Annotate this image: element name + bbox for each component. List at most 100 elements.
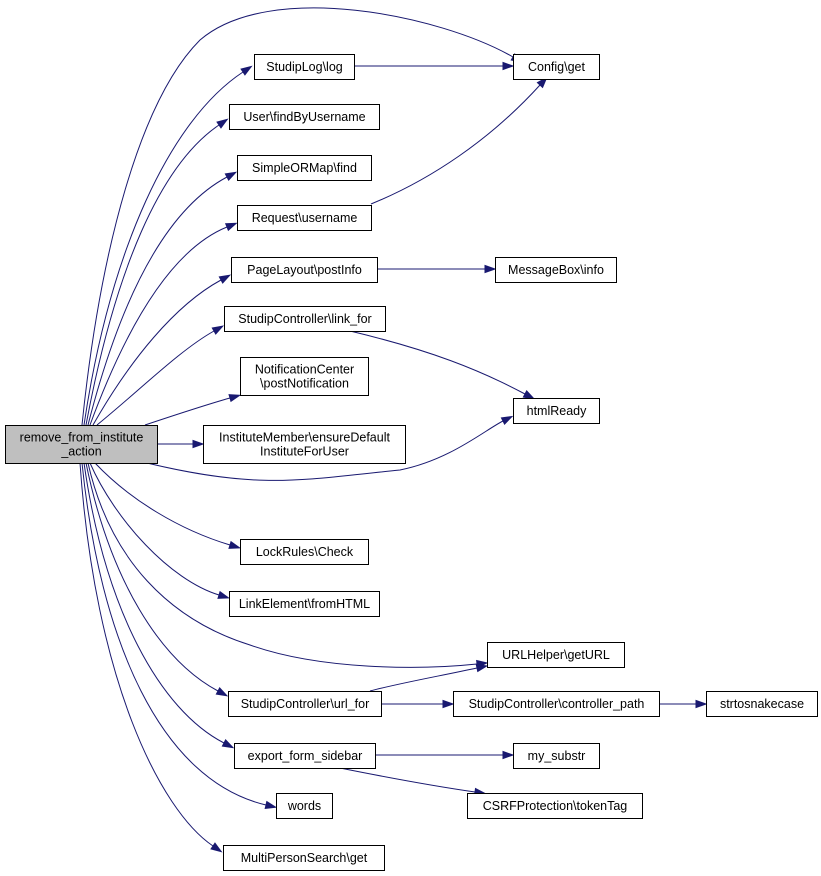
edge-pagelayout-postinfo-to-messagebox-info bbox=[377, 264, 497, 274]
node-export-form-sidebar[interactable]: export_form_sidebar bbox=[234, 743, 376, 769]
node-label: remove_from_institute bbox=[20, 431, 144, 445]
arrowhead bbox=[221, 739, 235, 749]
edge-line bbox=[89, 226, 228, 426]
node-root[interactable]: remove_from_institute_action bbox=[5, 425, 158, 464]
edges-layer bbox=[79, 7, 708, 853]
node-label: SimpleORMap\find bbox=[252, 161, 357, 175]
node-label: export_form_sidebar bbox=[248, 749, 363, 763]
node-words[interactable]: words bbox=[276, 793, 333, 819]
edge-line bbox=[83, 462, 225, 744]
node-label: MultiPersonSearch\get bbox=[241, 851, 368, 865]
node-label: CSRFProtection\tokenTag bbox=[483, 799, 628, 813]
edge-line bbox=[96, 330, 215, 426]
node-pagelayout-postinfo[interactable]: PageLayout\postInfo bbox=[231, 257, 378, 283]
node-strtosnakecase[interactable]: strtosnakecase bbox=[706, 691, 818, 717]
edge-line bbox=[369, 667, 478, 692]
node-box bbox=[229, 104, 380, 130]
node-box bbox=[224, 306, 386, 332]
node-request-username[interactable]: Request\username bbox=[237, 205, 372, 231]
node-box bbox=[237, 155, 372, 181]
node-institutemember-ensuredefault[interactable]: InstituteMember\ensureDefaultInstituteFo… bbox=[203, 425, 406, 464]
node-label: LockRules\Check bbox=[256, 545, 354, 559]
edge-line bbox=[87, 176, 228, 426]
node-htmlready[interactable]: htmlReady bbox=[513, 398, 600, 424]
node-studipcontroller-url-for[interactable]: StudipController\url_for bbox=[228, 691, 382, 717]
node-label: StudipLog\log bbox=[266, 60, 343, 74]
node-multipersonsearch-get[interactable]: MultiPersonSearch\get bbox=[223, 845, 385, 871]
node-notificationcenter-postnotification[interactable]: NotificationCenter\postNotification bbox=[240, 357, 369, 396]
edge-root-to-request-username bbox=[89, 222, 238, 426]
node-label: InstituteForUser bbox=[260, 445, 349, 459]
arrowhead bbox=[502, 61, 515, 71]
edge-line bbox=[89, 462, 220, 596]
arrowhead bbox=[192, 439, 205, 449]
edge-root-to-notificationcenter-postnotification bbox=[144, 394, 242, 426]
edge-line bbox=[370, 84, 541, 205]
edge-root-to-htmlready bbox=[146, 415, 514, 481]
edge-root-to-multipersonsearch-get bbox=[79, 462, 223, 853]
node-box bbox=[5, 425, 158, 464]
edge-line bbox=[85, 462, 219, 692]
arrowhead bbox=[500, 415, 514, 425]
node-studiplog-log[interactable]: StudipLog\log bbox=[254, 54, 355, 80]
edge-studipcontroller-url-for-to-studipcontroller-controller-path bbox=[381, 699, 455, 709]
arrowhead bbox=[217, 590, 231, 599]
node-label: NotificationCenter bbox=[255, 363, 354, 377]
edge-line bbox=[92, 279, 222, 426]
node-box bbox=[237, 205, 372, 231]
edge-root-to-export-form-sidebar bbox=[83, 462, 235, 749]
node-label: User\findByUsername bbox=[243, 110, 365, 124]
edge-root-to-studipcontroller-link-for bbox=[96, 325, 225, 426]
edge-studipcontroller-controller-path-to-strtosnakecase bbox=[659, 699, 708, 709]
edge-line bbox=[339, 767, 476, 793]
node-box bbox=[513, 743, 600, 769]
node-studipcontroller-controller-path[interactable]: StudipController\controller_path bbox=[453, 691, 660, 717]
edge-line bbox=[94, 462, 231, 546]
node-urlhelper-geturl[interactable]: URLHelper\getURL bbox=[487, 642, 625, 668]
edge-line bbox=[146, 420, 504, 481]
arrowhead bbox=[218, 274, 232, 284]
arrowhead bbox=[522, 390, 536, 400]
node-box bbox=[453, 691, 660, 717]
node-lockrules-check[interactable]: LockRules\Check bbox=[240, 539, 369, 565]
node-messagebox-info[interactable]: MessageBox\info bbox=[495, 257, 617, 283]
node-box bbox=[240, 539, 369, 565]
arrowhead bbox=[502, 750, 515, 760]
node-box bbox=[229, 591, 380, 617]
edge-root-to-words bbox=[81, 462, 278, 809]
arrowhead bbox=[215, 687, 229, 697]
node-user-findbyusername[interactable]: User\findByUsername bbox=[229, 104, 380, 130]
arrowhead bbox=[228, 394, 242, 403]
node-box bbox=[234, 743, 376, 769]
node-label: strtosnakecase bbox=[720, 697, 804, 711]
node-label: StudipController\controller_path bbox=[469, 697, 645, 711]
node-box bbox=[495, 257, 617, 283]
node-label: Config\get bbox=[528, 60, 586, 74]
node-box bbox=[203, 425, 406, 464]
node-box bbox=[240, 357, 369, 396]
node-box bbox=[706, 691, 818, 717]
node-my-substr[interactable]: my_substr bbox=[513, 743, 600, 769]
arrowhead bbox=[210, 842, 223, 853]
node-studipcontroller-link-for[interactable]: StudipController\link_for bbox=[224, 306, 386, 332]
edge-export-form-sidebar-to-csrfprotection-tokentag bbox=[339, 767, 487, 797]
edge-root-to-user-findbyusername bbox=[85, 118, 229, 426]
node-label: _action bbox=[60, 445, 101, 459]
node-linkelement-fromhtml[interactable]: LinkElement\fromHTML bbox=[229, 591, 380, 617]
arrowhead bbox=[224, 222, 238, 232]
node-label: PageLayout\postInfo bbox=[247, 263, 362, 277]
node-csrfprotection-tokentag[interactable]: CSRFProtection\tokenTag bbox=[467, 793, 643, 819]
edge-root-to-linkelement-fromhtml bbox=[89, 462, 231, 599]
node-simpleormap-find[interactable]: SimpleORMap\find bbox=[237, 155, 372, 181]
node-label: URLHelper\getURL bbox=[502, 648, 610, 662]
edge-studiplog-log-to-config-get bbox=[354, 61, 515, 71]
node-box bbox=[231, 257, 378, 283]
node-box bbox=[513, 54, 600, 80]
arrowhead bbox=[211, 325, 225, 335]
edge-line bbox=[83, 71, 244, 426]
arrowhead bbox=[475, 663, 489, 673]
node-config-get[interactable]: Config\get bbox=[513, 54, 600, 80]
node-box bbox=[487, 642, 625, 668]
node-box bbox=[513, 398, 600, 424]
